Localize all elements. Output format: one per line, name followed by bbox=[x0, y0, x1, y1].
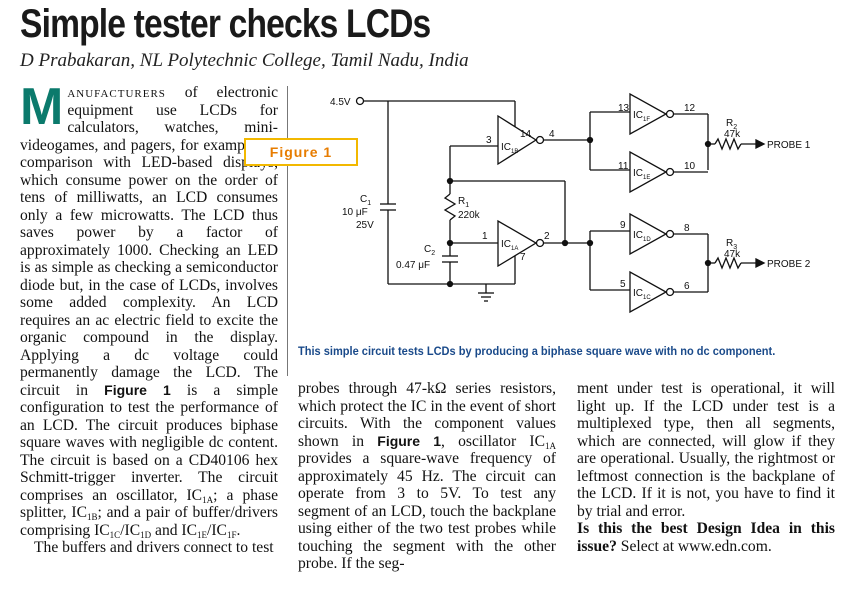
drop-cap: M bbox=[20, 78, 64, 136]
paragraph-2-end: ment under test is operational, it will … bbox=[577, 380, 835, 520]
subscript: 1F bbox=[226, 529, 237, 540]
pin-label: 12 bbox=[684, 103, 696, 114]
figure-reference: Figure 1 bbox=[104, 381, 171, 398]
design-idea-vote: Is this the best Design Idea in this iss… bbox=[577, 520, 835, 555]
ic1a-label: IC1A bbox=[501, 239, 518, 252]
c2-label: C2 bbox=[424, 244, 435, 257]
subscript: 1C bbox=[109, 529, 121, 540]
r1-label: R1 bbox=[458, 196, 469, 209]
pin-label: 1 bbox=[482, 231, 488, 242]
c1-value: 10 μF bbox=[342, 207, 368, 218]
pin-label: 14 bbox=[520, 129, 532, 140]
pin-label: 3 bbox=[486, 135, 492, 146]
subscript: 1D bbox=[140, 529, 152, 540]
c2-value: 0.47 μF bbox=[396, 260, 430, 271]
paragraph-text: probes through 47-kΩ series resistors, w… bbox=[298, 380, 556, 450]
pin-label: 4 bbox=[549, 129, 555, 140]
paragraph-text: of electronic equipment use LCDs for cal… bbox=[20, 84, 278, 399]
paragraph-2-cont: probes through 47-kΩ series resistors, w… bbox=[298, 380, 556, 573]
paragraph-2-start: The buffers and drivers connect to test bbox=[34, 539, 274, 556]
subscript: 1A bbox=[544, 440, 556, 451]
body-column-2: probes through 47-kΩ series resistors, w… bbox=[298, 380, 556, 573]
probe-1-label: PROBE 1 bbox=[767, 140, 811, 151]
vote-question: Is this the best Design Idea in this iss… bbox=[577, 520, 835, 555]
pin-label: 9 bbox=[620, 220, 626, 231]
pin-label: 10 bbox=[684, 161, 696, 172]
figure-caption: This simple circuit tests LCDs by produc… bbox=[298, 344, 776, 358]
byline: D Prabakaran, NL Polytechnic College, Ta… bbox=[20, 50, 469, 71]
pin-label: 13 bbox=[618, 103, 630, 114]
c1-voltage: 25V bbox=[356, 220, 374, 231]
paragraph-text: ; and a pair of buffer/drivers comprisin… bbox=[20, 504, 278, 539]
column-divider bbox=[287, 86, 288, 376]
r1-value: 220k bbox=[458, 210, 481, 221]
c1-label: C1 bbox=[360, 194, 371, 207]
paragraph-text: and IC bbox=[151, 521, 198, 539]
circuit-schematic: 4.5V C1 10 μF 25V R1 220k C2 0.47 μF R2 … bbox=[330, 92, 811, 314]
subscript: 1B bbox=[86, 512, 98, 522]
paragraph-text: ; a phase splitter, IC bbox=[20, 486, 278, 522]
supply-label: 4.5V bbox=[330, 97, 351, 108]
pin-label: 5 bbox=[620, 279, 626, 290]
article-title: Simple tester checks LCDs bbox=[20, 2, 431, 46]
r2-value: 47k bbox=[724, 129, 741, 140]
ic1e-label: IC1E bbox=[633, 168, 650, 181]
pin-label: 7 bbox=[520, 252, 526, 263]
pin-label: 6 bbox=[684, 281, 690, 292]
figure-label: Figure 1 bbox=[244, 138, 358, 166]
lead-in: anufacturers bbox=[67, 84, 166, 101]
pin-label: 11 bbox=[618, 161, 629, 172]
probe-2-label: PROBE 2 bbox=[767, 259, 811, 270]
paragraph-text: provides a square-wave frequency of appr… bbox=[298, 450, 556, 572]
body-column-3: ment under test is operational, it will … bbox=[577, 380, 835, 555]
paragraph-text: . bbox=[236, 521, 241, 539]
subscript: 1A bbox=[202, 494, 214, 505]
ic1d-label: IC1D bbox=[633, 230, 651, 243]
vote-link-text[interactable]: Select at www.edn.com. bbox=[616, 537, 772, 555]
r3-label: R3 bbox=[726, 238, 737, 251]
paragraph-text: /IC bbox=[120, 521, 141, 539]
paragraph-text: , oscillator IC bbox=[441, 432, 545, 450]
r3-value: 47k bbox=[724, 249, 741, 260]
figure-reference: Figure 1 bbox=[377, 432, 442, 449]
paragraph-text: /IC bbox=[207, 521, 227, 539]
pin-label: 8 bbox=[684, 223, 690, 234]
ic1f-label: IC1F bbox=[633, 110, 650, 123]
ic1c-label: IC1C bbox=[633, 288, 651, 301]
subscript: 1E bbox=[197, 529, 208, 540]
ic1b-label: IC1B bbox=[501, 142, 518, 155]
r2-label: R2 bbox=[726, 118, 737, 131]
pin-label: 2 bbox=[544, 231, 550, 242]
paragraph-text: is a simple configuration to test the pe… bbox=[20, 381, 278, 504]
